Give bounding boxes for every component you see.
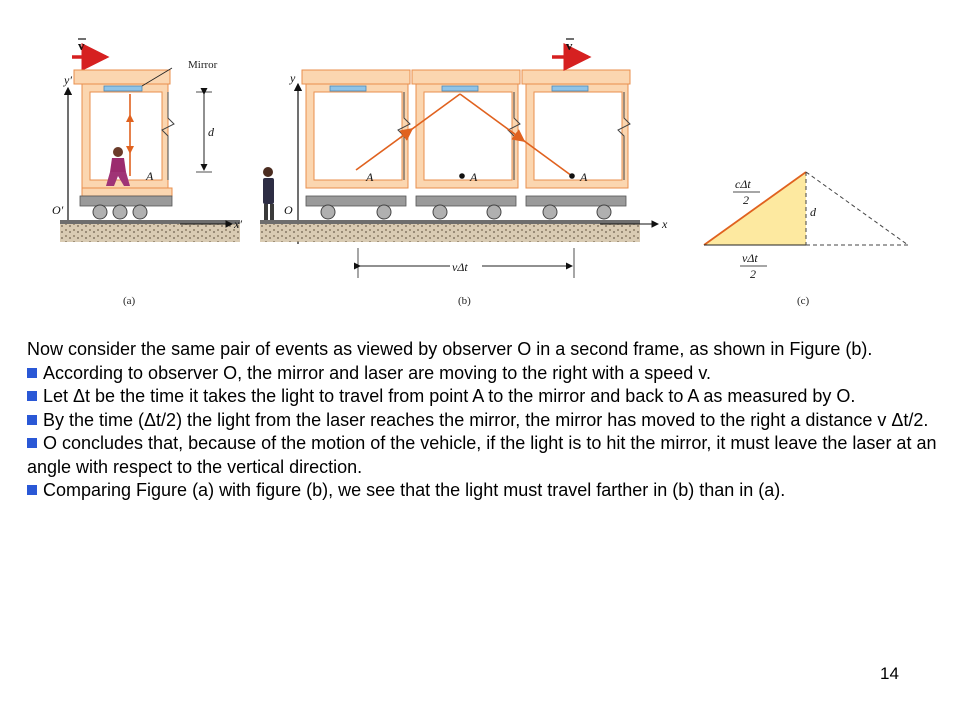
light-path-b [355,93,573,177]
bullet-item: Let Δt be the time it takes the light to… [27,385,947,409]
point-a-label-b1: A [365,170,374,184]
observer-in-vehicle [106,147,130,186]
figure-a: v y′ O′ Mirror [52,38,242,307]
axis-y-prime: y′ [63,73,72,87]
bullet-text: Comparing Figure (a) with figure (b), we… [43,480,786,500]
vehicle-b-2 [411,69,521,220]
slide-body: Now consider the same pair of events as … [27,338,947,503]
bullet-square-icon [27,485,37,495]
axis-x: x [661,217,668,231]
slide-number: 14 [880,664,899,683]
distance-d: d [196,88,215,173]
figure-b: y O [260,38,668,307]
point-a-label-b2: A [469,170,478,184]
bullet-text: By the time (Δt/2) the light from the la… [43,409,929,430]
bullet-item: O concludes that, because of the motion … [27,432,947,479]
base-numerator: vΔt [742,251,758,265]
intro-paragraph: Now consider the same pair of events as … [27,339,873,359]
caption-b: (b) [458,295,471,307]
axis-x-prime: x′ [233,217,242,231]
height-d-label: d [810,205,817,219]
mirror-label: Mirror [188,59,218,71]
displacement-label: vΔt [452,260,468,274]
bullet-square-icon [27,367,37,378]
hyp-denominator: 2 [743,193,749,207]
origin-o-prime: O′ [52,203,64,217]
origin-o: O [284,203,293,217]
velocity-arrow-a: v [72,38,110,71]
bullet-square-icon [27,438,37,448]
bullet-square-icon [27,391,37,401]
vehicle-a [73,69,175,220]
hyp-numerator: cΔt [735,177,751,191]
bullet-item: According to observer O, the mirror and … [27,362,947,386]
displacement-dimension: vΔt [354,248,575,278]
bullet-item: By the time (Δt/2) the light from the la… [27,409,947,433]
velocity-label-b: v [566,38,573,53]
mirror-a [103,85,143,92]
physics-figure: v y′ O′ Mirror [52,38,909,307]
bullet-item: Comparing Figure (a) with figure (b), we… [27,479,947,503]
caption-c: (c) [797,295,810,307]
bullet-text: Let Δt be the time it takes the light to… [43,386,856,406]
bullet-text: O concludes that, because of the motion … [27,433,937,477]
vehicle-b-3 [521,69,631,220]
figure-c: d cΔt 2 vΔt 2 (c) [703,171,909,307]
distance-d-label: d [208,125,215,139]
bullet-text: According to observer O, the mirror and … [43,362,711,383]
velocity-label-a: v [78,38,85,53]
axis-y: y [289,71,296,85]
point-a-label-b3: A [579,170,588,184]
light-ray-a [126,94,134,176]
point-a-label-a: A [145,169,154,183]
base-denominator: 2 [750,267,756,281]
caption-a: (a) [123,295,136,307]
velocity-arrow-b: v [552,38,592,71]
bullet-square-icon [27,414,37,425]
vehicle-b-1 [301,69,411,220]
